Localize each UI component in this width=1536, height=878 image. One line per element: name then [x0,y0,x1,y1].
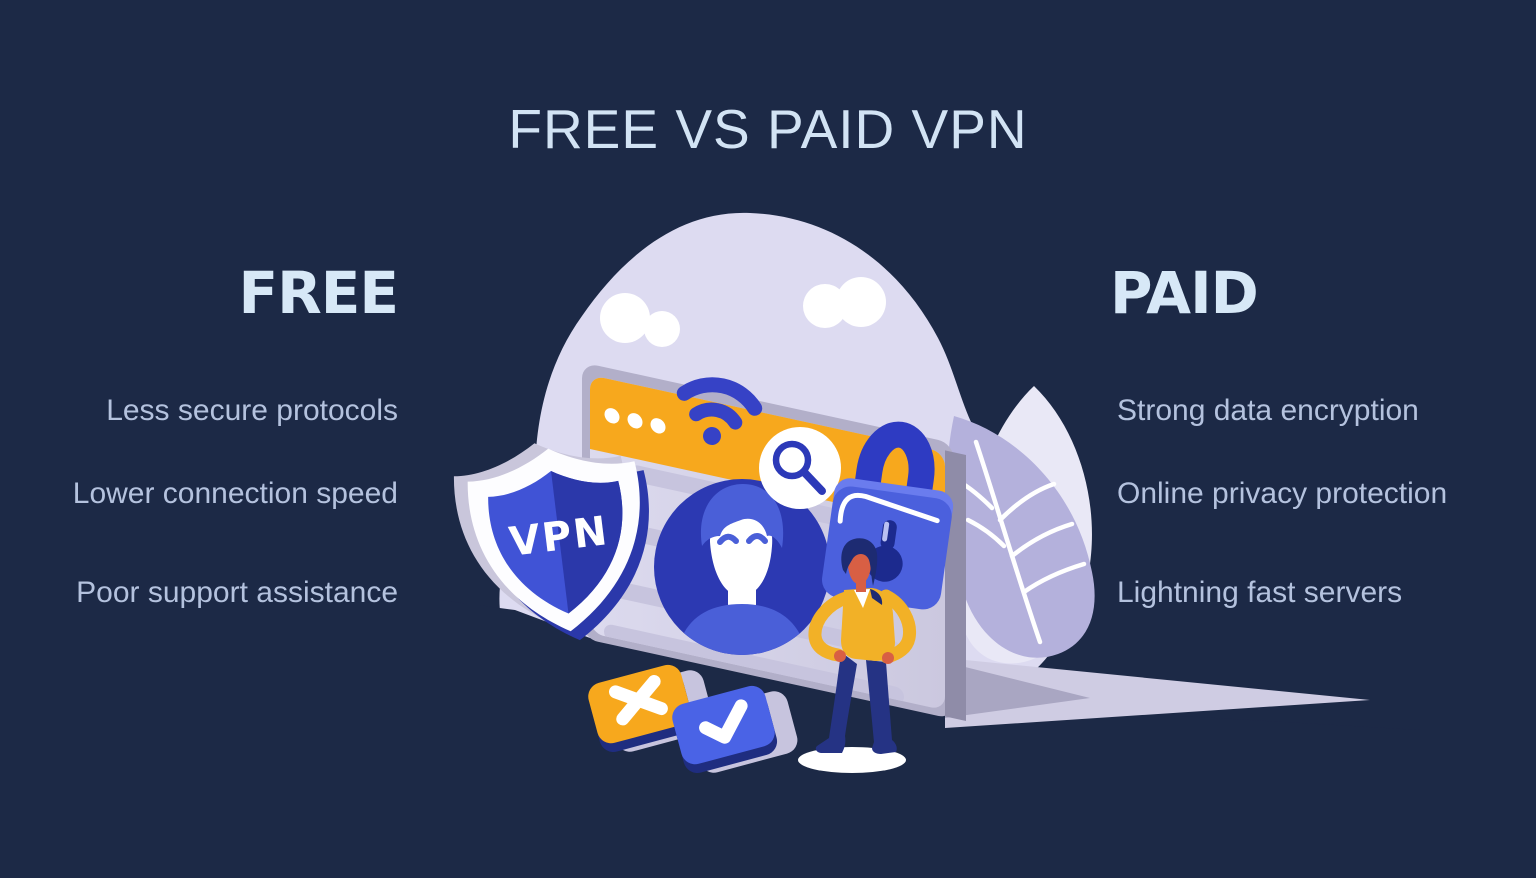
free-item-1: Less secure protocols [106,394,398,427]
window-shadow-dark [945,662,1090,718]
search-icon [759,427,841,509]
avatar-eyes [717,533,768,545]
row-4 [604,624,904,704]
paid-column-heading: PAID [1110,259,1259,327]
shield-inner [488,471,623,614]
confirm-check-icon [672,685,798,773]
paid-item-3: Lightning fast servers [1117,576,1403,609]
paid-item-2: Online privacy protection [1117,477,1448,510]
window-dots [604,408,666,434]
window-side-wall [945,450,966,721]
person-face [847,550,872,584]
free-item-2: Lower connection speed [72,477,398,510]
wifi-icon [676,377,763,445]
person-left-leg [815,652,857,753]
person-collar-trim [870,589,883,605]
page-title: FREE VS PAID VPN [508,98,1028,160]
user-avatar-icon [654,479,830,655]
leaf-veins [957,439,1087,645]
person-left-hand [834,650,846,662]
check-button-top [672,685,775,765]
person-left-arm [808,591,853,662]
leaf-decoration [946,386,1095,664]
window-shadow [945,658,1370,728]
free-item-3: Poor support assistance [76,576,398,609]
person-right-arm [879,589,917,664]
avatar-hair [700,484,784,548]
padlock-highlight [837,492,940,524]
person-jacket [841,588,895,661]
person-right-hand [882,652,894,664]
padlock-shackle [852,421,935,508]
person-right-leg [866,660,897,754]
vpn-shield-icon: VPN [453,443,649,641]
paid-item-1: Strong data encryption [1117,394,1419,427]
avatar-face [710,506,773,596]
person-collar [854,589,870,608]
free-column-heading: FREE [238,259,399,327]
vpn-illustration: VPN [440,212,1420,820]
person-hair [841,538,878,586]
person-neck [856,580,866,592]
person-figure [798,538,917,773]
cloud-decoration [600,277,886,347]
